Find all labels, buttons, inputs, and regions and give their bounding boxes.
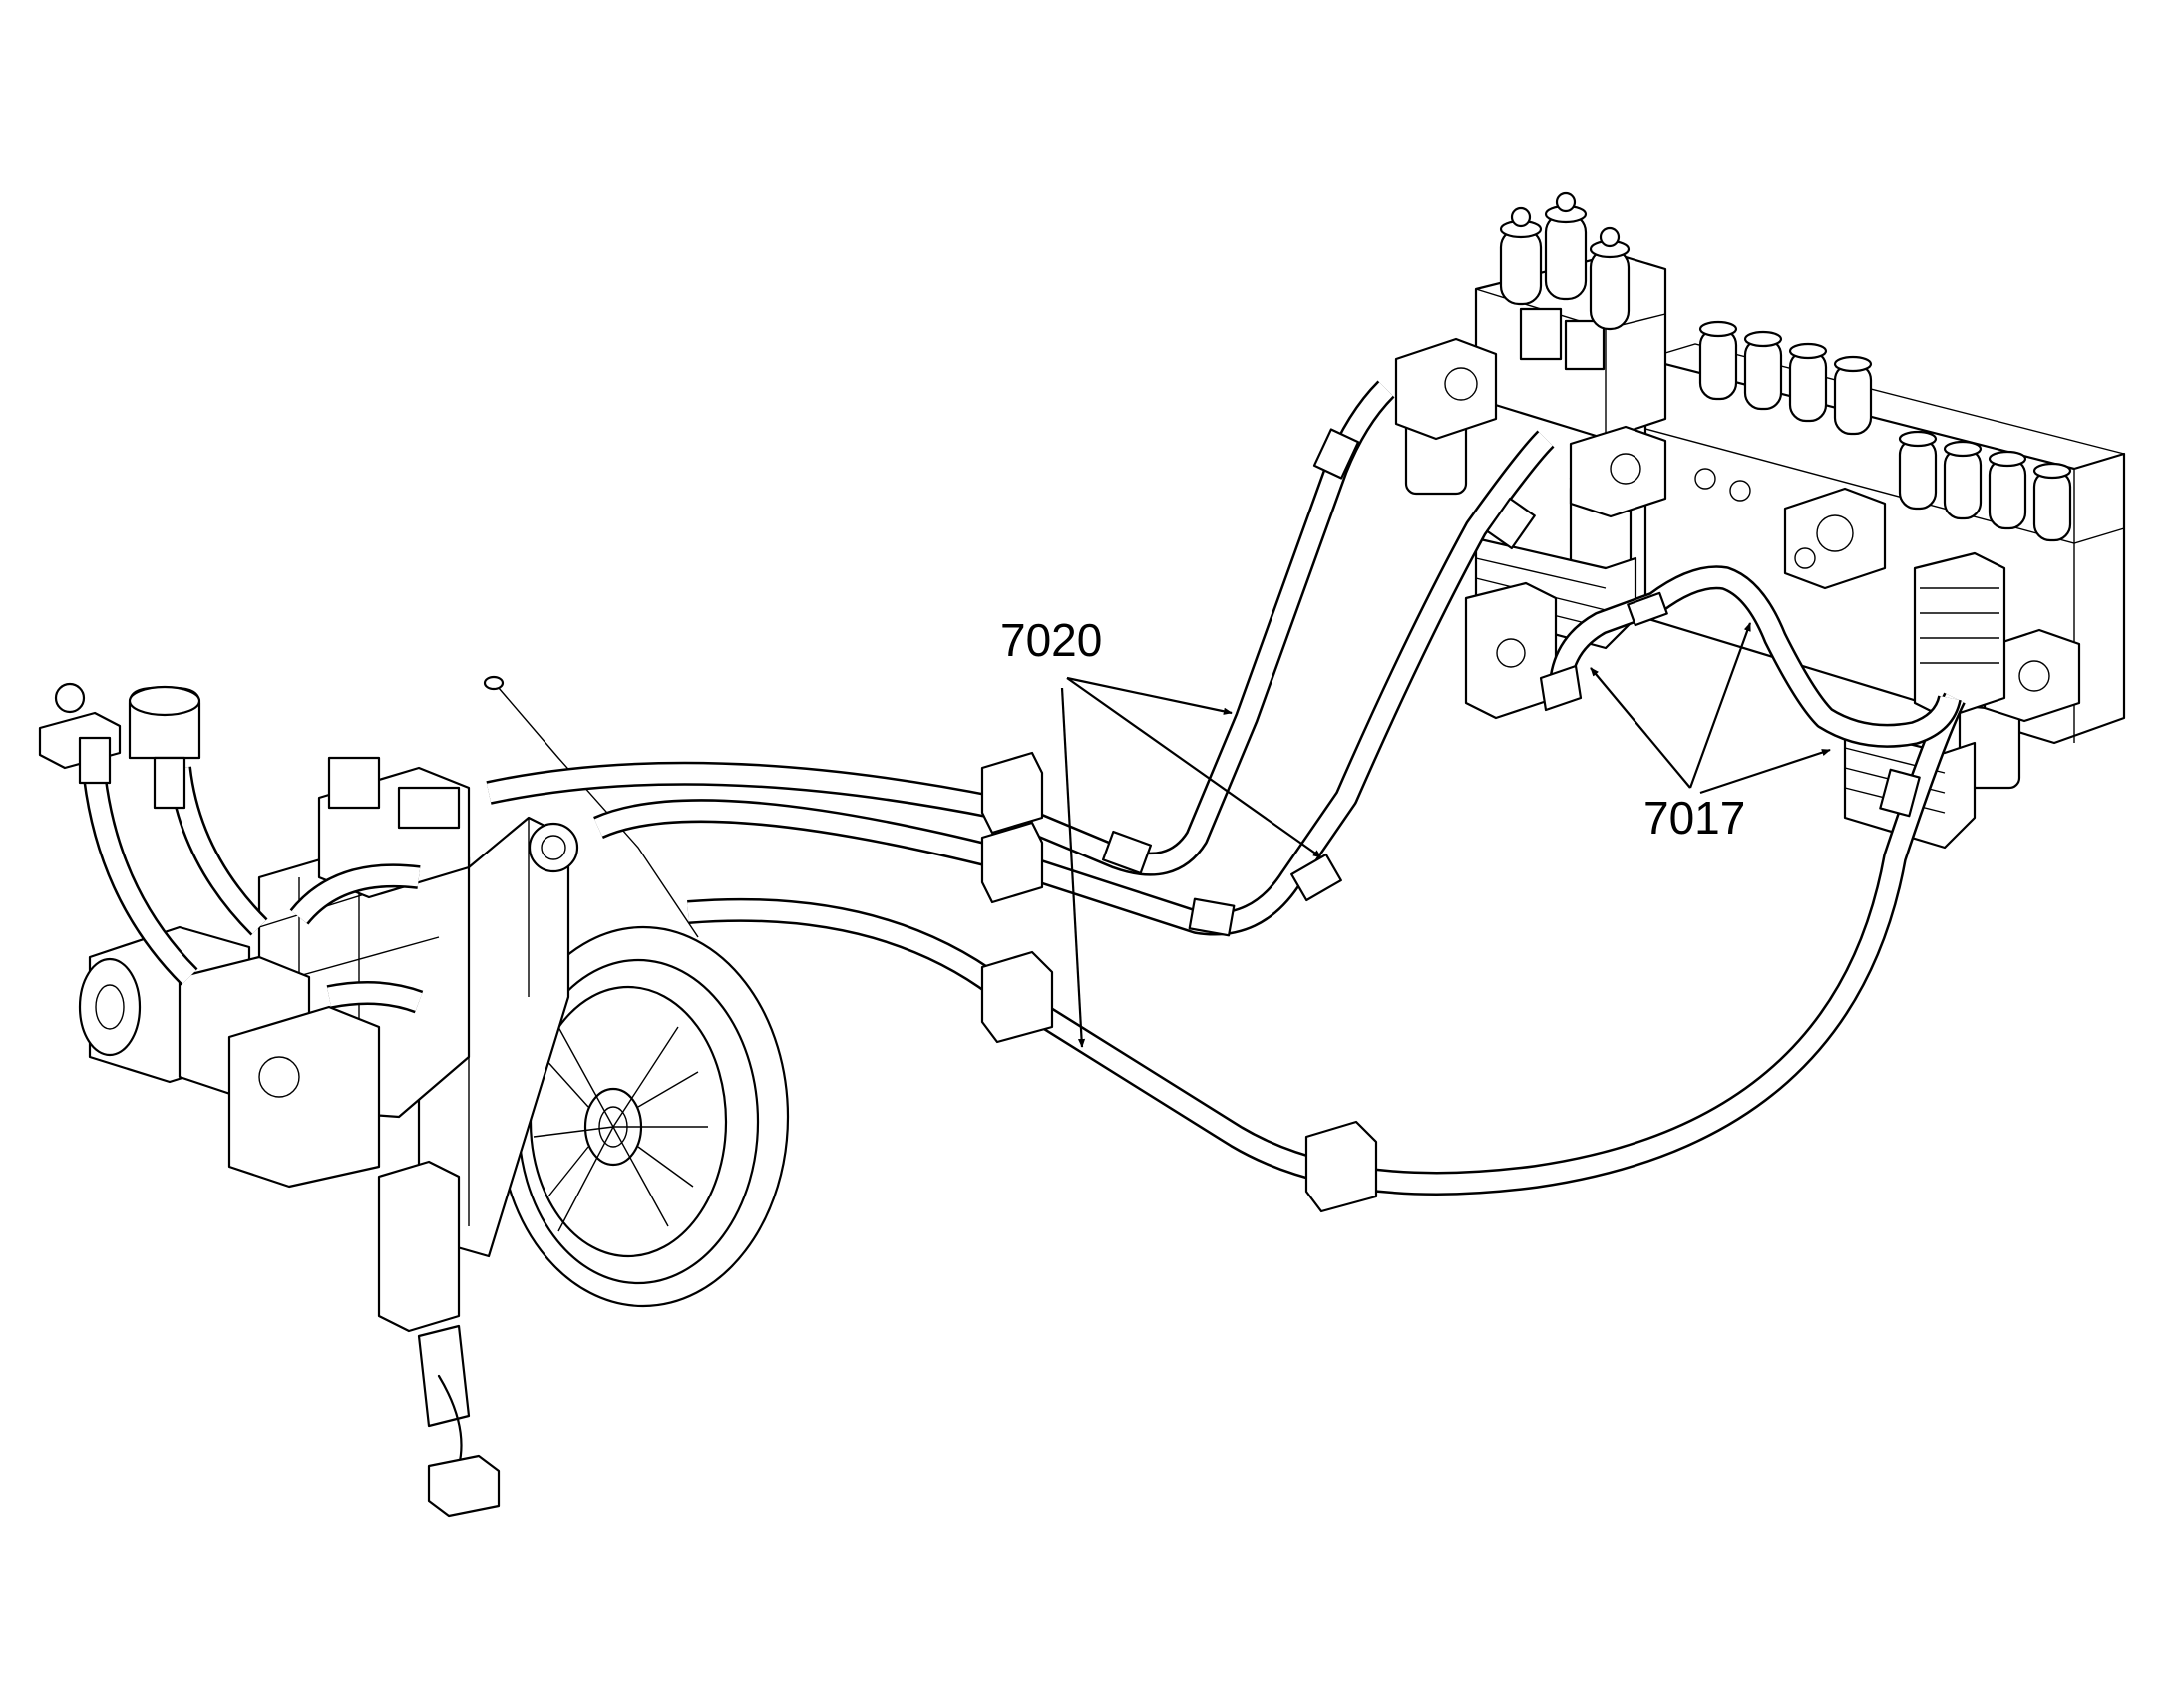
hose-group-7020 (486, 380, 1966, 1213)
callout-7020: 7020 (1000, 614, 1102, 666)
leader-lines (1060, 622, 1831, 1048)
solenoid-group-left (1499, 191, 1631, 331)
hose-clamp (980, 751, 1378, 1213)
solenoid-group-right (1698, 320, 2072, 542)
pump-drive-assembly (38, 675, 790, 1518)
hose-group-7017 (1539, 565, 1962, 748)
callout-7017: 7017 (1643, 792, 1745, 844)
